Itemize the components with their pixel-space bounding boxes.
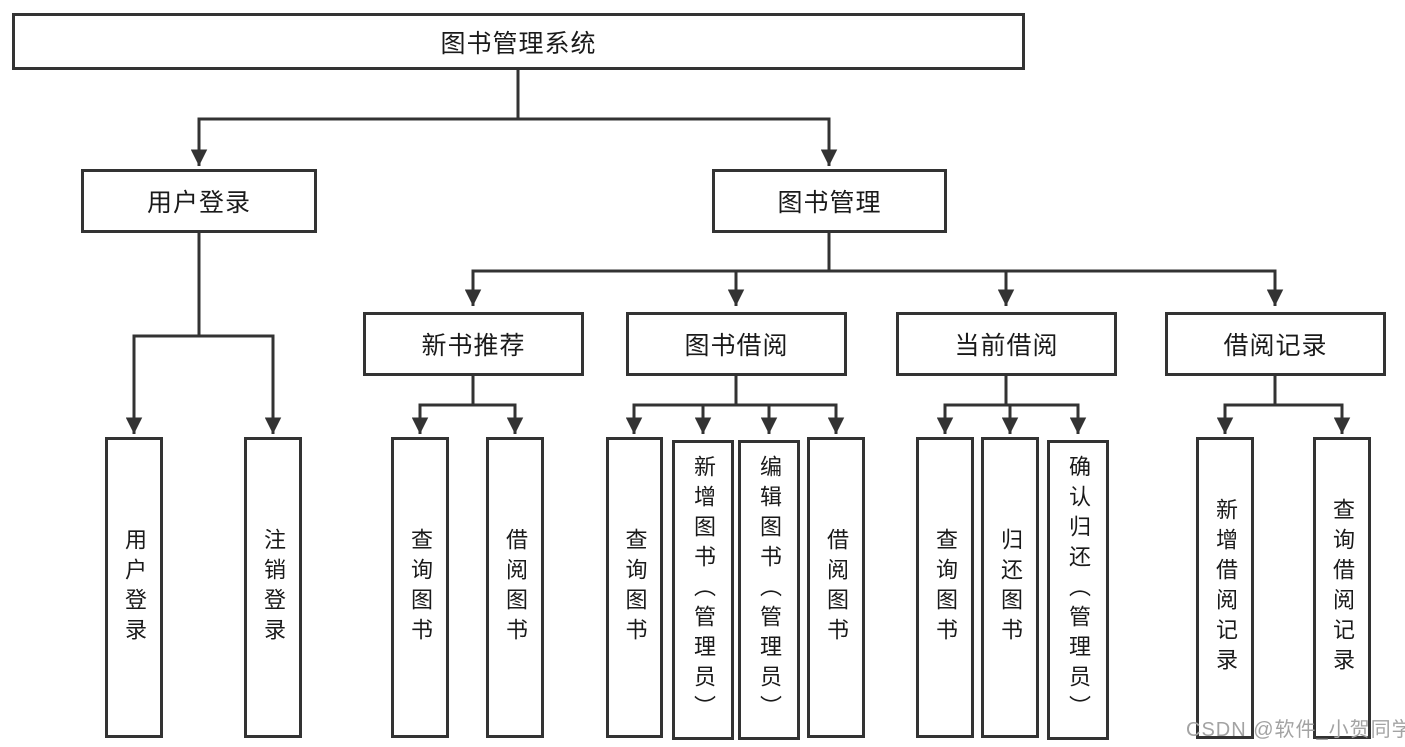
edge-records-to-query [1275, 403, 1351, 434]
edge-mgmt-to-borrowing [727, 269, 829, 306]
leaf-logout: 注销登录 [244, 437, 302, 738]
leaf-current-confirm-return-admin: 确认归还（管理员） [1047, 440, 1109, 740]
edge-userlogin-to-login [125, 233, 201, 434]
edge-mgmt-to-recommend [464, 233, 831, 306]
node-borrowing-records: 借阅记录 [1165, 312, 1386, 376]
node-root: 图书管理系统 [12, 13, 1025, 70]
edge-borrowing-to-borrow [736, 403, 845, 434]
edge-borrowing-to-query [625, 376, 738, 434]
leaf-borrowing-edit-books-admin: 编辑图书（管理员） [738, 440, 800, 740]
edge-borrowing-to-edit [736, 403, 778, 434]
node-new-book-recommendation: 新书推荐 [363, 312, 584, 376]
node-current-borrowing: 当前借阅 [896, 312, 1117, 376]
edge-mgmt-to-current [829, 269, 1015, 306]
node-book-management: 图书管理 [712, 169, 947, 233]
edge-current-to-confirm [1006, 403, 1087, 434]
leaf-borrowing-query-books: 查询图书 [606, 437, 663, 738]
edge-recommend-to-borrow [473, 403, 524, 434]
leaf-current-return-books: 归还图书 [981, 437, 1039, 738]
edge-userlogin-to-logout [199, 334, 282, 434]
leaf-borrowing-add-books-admin: 新增图书（管理员） [672, 440, 734, 740]
leaf-current-query-books: 查询图书 [916, 437, 974, 738]
node-book-borrowing: 图书借阅 [626, 312, 847, 376]
edge-borrowing-to-add [694, 403, 736, 434]
leaf-records-query-record: 查询借阅记录 [1313, 437, 1371, 739]
edge-records-to-add [1216, 376, 1277, 434]
watermark-text: CSDN @软件_小贺同学 [1186, 719, 1405, 741]
leaf-recommend-borrow-books: 借阅图书 [486, 437, 544, 738]
edge-recommend-to-query [411, 376, 475, 434]
leaf-records-add-record: 新增借阅记录 [1196, 437, 1254, 739]
leaf-recommend-query-books: 查询图书 [391, 437, 449, 738]
leaf-user-login: 用户登录 [105, 437, 163, 738]
edge-mgmt-to-records [829, 269, 1284, 306]
edge-root-to-user-login [190, 70, 520, 166]
edge-current-to-query [936, 376, 1008, 434]
edge-current-to-return [1001, 403, 1019, 434]
edge-root-to-book-management [516, 70, 838, 166]
leaf-borrowing-borrow-books: 借阅图书 [807, 437, 865, 738]
node-user-login: 用户登录 [81, 169, 317, 233]
